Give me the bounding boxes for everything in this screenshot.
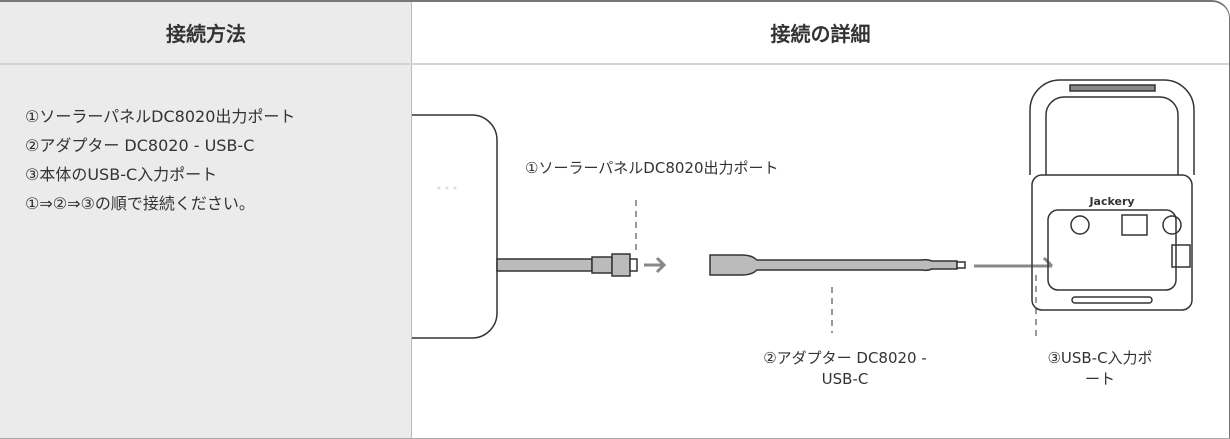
steps-list: ①ソーラーパネルDC8020出力ポート ②アダプター DC8020 - USB-… <box>25 102 295 218</box>
arrow-icon <box>644 256 667 274</box>
dc8020-cable <box>496 253 638 277</box>
label-adapter: ②アダプター DC8020 - USB-C <box>725 348 965 390</box>
step-3: ③本体のUSB-C入力ポート <box>25 165 218 184</box>
method-header: 接続方法 <box>166 22 246 46</box>
leader-lines <box>635 200 1037 337</box>
step-1: ①ソーラーパネルDC8020出力ポート <box>25 107 296 126</box>
step-order: ①⇒②⇒③の順で接続ください。 <box>25 194 255 213</box>
insert-arrow-icon <box>974 256 1054 268</box>
solar-panel-illustration <box>412 114 498 339</box>
adapter-cable <box>709 254 966 276</box>
label-adapter-line1: ②アダプター DC8020 - <box>763 349 927 367</box>
brand-logo: Jackery <box>1088 195 1134 208</box>
method-column <box>0 2 412 438</box>
label-adapter-line2: USB-C <box>821 370 869 388</box>
label-usbc-input: ③USB-C入力ポ ート <box>1030 348 1170 390</box>
label-solar-output: ①ソーラーパネルDC8020出力ポート <box>525 159 779 177</box>
label-usbc-line2: ート <box>1084 370 1115 388</box>
details-header: 接続の詳細 <box>770 22 871 46</box>
step-2: ②アダプター DC8020 - USB-C <box>25 136 255 155</box>
header-divider <box>0 63 1229 65</box>
connection-diagram: Jackery <box>412 79 1195 339</box>
label-usbc-line1: ③USB-C入力ポ <box>1047 349 1153 367</box>
power-station-illustration <box>1029 79 1195 311</box>
